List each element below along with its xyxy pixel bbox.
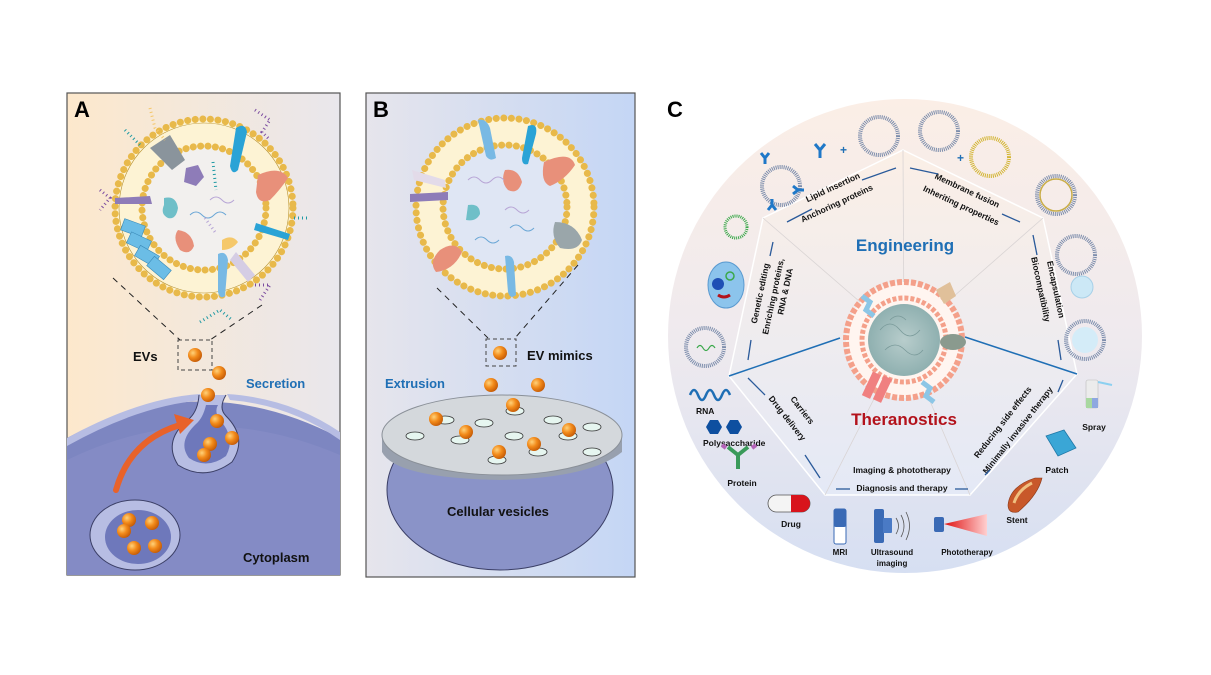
membrane-protein [432, 245, 462, 272]
secretion-label: Secretion [246, 376, 305, 391]
panel-c: C Engineering Theranostics [667, 97, 1142, 573]
stent-label: Stent [1006, 515, 1027, 525]
divider-right [964, 336, 1078, 375]
membrane-protein [478, 119, 496, 160]
ev-zoom-box [177, 339, 213, 371]
cytoplasm-label: Cytoplasm [243, 550, 309, 565]
ev-mimic-particles [429, 346, 576, 459]
membrane-protein [410, 192, 448, 202]
ev-label: EVs [133, 349, 158, 364]
ev-particles-a [117, 348, 239, 555]
membrane-protein [505, 255, 516, 297]
ultrasound-icon [874, 509, 884, 543]
spray-label: Spray [1082, 422, 1106, 432]
extrusion-membrane [381, 394, 623, 476]
stent-icon [1007, 477, 1043, 513]
ev-membrane-detail-a [98, 107, 310, 324]
membrane-protein [115, 196, 152, 204]
membrane-protein [150, 135, 185, 170]
secretion-arrow-head [174, 414, 194, 434]
drug-label: Drug [781, 519, 801, 529]
cell-membrane-left [67, 394, 204, 446]
encapsulated-droplet [1070, 275, 1094, 299]
channel-protein [120, 218, 172, 281]
panel-c-letter: C [667, 97, 683, 122]
panel-a-letter: A [74, 97, 90, 122]
antibody-icons [759, 143, 827, 211]
membrane-protein [553, 222, 582, 249]
plasmid-icon [723, 214, 749, 240]
patch-icon [1045, 429, 1077, 457]
membrane-protein [230, 125, 247, 173]
cell-membrane-right [227, 394, 340, 440]
theranostics-label: Theranostics [851, 410, 957, 429]
membrane-protein [230, 252, 255, 282]
protein-label: Protein [727, 478, 756, 488]
panel-b: B EV mimics Extrusion Cellular vesicles [365, 92, 636, 578]
bracket-lines [747, 167, 1064, 490]
protein-icon [726, 445, 750, 469]
phototherapy-icon [934, 517, 944, 532]
patch-label: Patch [1045, 465, 1068, 475]
membrane-protein [412, 170, 446, 188]
cell-icon [707, 261, 745, 309]
polysaccharide-label: Polysaccharide [703, 438, 766, 448]
engineering-label: Engineering [856, 236, 954, 255]
membrane-protein [254, 223, 290, 240]
rna-label: RNA [696, 406, 714, 416]
mimic-zoom-box [485, 338, 517, 367]
mri-label: MRI [833, 548, 848, 557]
method-imaging-phototherapy: Imaging & phototherapy [853, 465, 951, 475]
membrane-protein [218, 252, 228, 298]
membrane-protein [522, 125, 537, 165]
outer-vesicles [684, 110, 1106, 368]
divider-left [728, 337, 841, 377]
ev-mimics-label: EV mimics [527, 348, 593, 363]
extrusion-label: Extrusion [385, 376, 445, 391]
membrane-protein [542, 156, 575, 186]
method-diagnosis-therapy: Diagnosis and therapy [856, 483, 947, 493]
polysaccharide-icon [706, 420, 722, 434]
svg-text:+: + [840, 143, 847, 157]
panel-b-letter: B [373, 97, 389, 122]
phototherapy-label: Phototherapy [941, 548, 993, 557]
laser-beam [944, 514, 987, 536]
fusion-vesicle-gold [969, 136, 1011, 178]
secretion-arrow [113, 422, 183, 493]
ev-membrane-detail-b [410, 114, 598, 300]
nucleic-core [868, 304, 940, 376]
rna-icon [688, 388, 732, 402]
imaging-label: imaging [877, 559, 908, 568]
membrane-protein [256, 170, 288, 202]
svg-text:+: + [957, 151, 964, 165]
cellular-vesicles-label: Cellular vesicles [447, 504, 549, 519]
panel-a: A EVs Secretion Cytoplasm [66, 92, 341, 576]
ultrasound-label: Ultrasound [871, 548, 913, 557]
engineered-ev-center [843, 279, 966, 404]
